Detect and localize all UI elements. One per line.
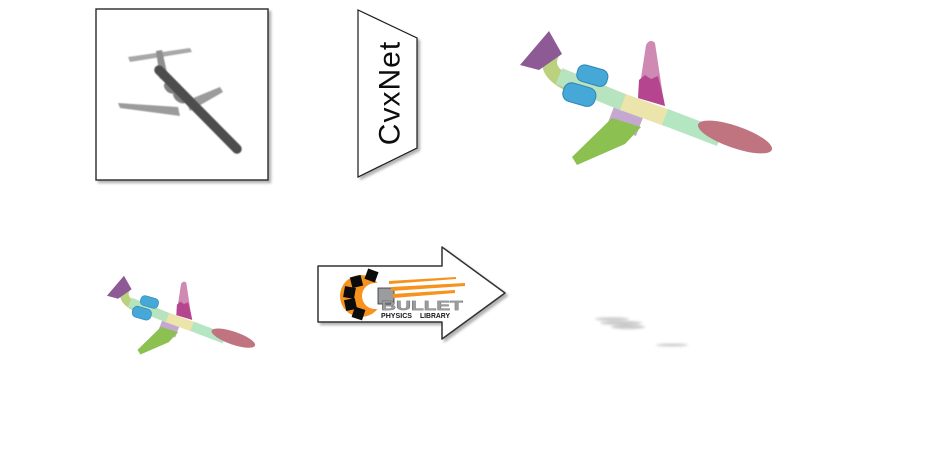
bullet-square <box>349 274 364 289</box>
bullet-subtitle-library: LIBRARY <box>420 313 450 320</box>
speed-line <box>389 277 456 284</box>
simulation-result-streaks <box>595 317 688 347</box>
gray-wing-left <box>118 103 180 116</box>
bullet-title: BULLET <box>381 298 463 313</box>
bullet-square <box>343 286 356 299</box>
speed-line <box>391 283 465 291</box>
motion-streak <box>611 325 645 329</box>
motion-streak <box>600 321 642 325</box>
bullet-square <box>343 297 358 312</box>
speed-line <box>393 290 455 298</box>
reconstructed-airplane <box>520 31 775 165</box>
bullet-square <box>364 268 379 283</box>
motion-streak <box>595 317 629 321</box>
bullet-square <box>351 306 366 321</box>
cvxnet-label: CvxNet <box>374 41 407 145</box>
gray-fuselage <box>154 65 242 154</box>
bullet-subtitle-physics: PHYSICS <box>381 313 412 320</box>
cvxnet-shape <box>357 9 418 178</box>
simulated-airplane <box>107 276 257 355</box>
motion-streak <box>656 343 688 347</box>
cvxnet-block <box>357 9 418 178</box>
bullet-logo-squares <box>343 268 379 321</box>
bullet-logo: BULLET PHYSICS LIBRARY <box>340 268 465 321</box>
input-airplane-image <box>118 48 242 154</box>
